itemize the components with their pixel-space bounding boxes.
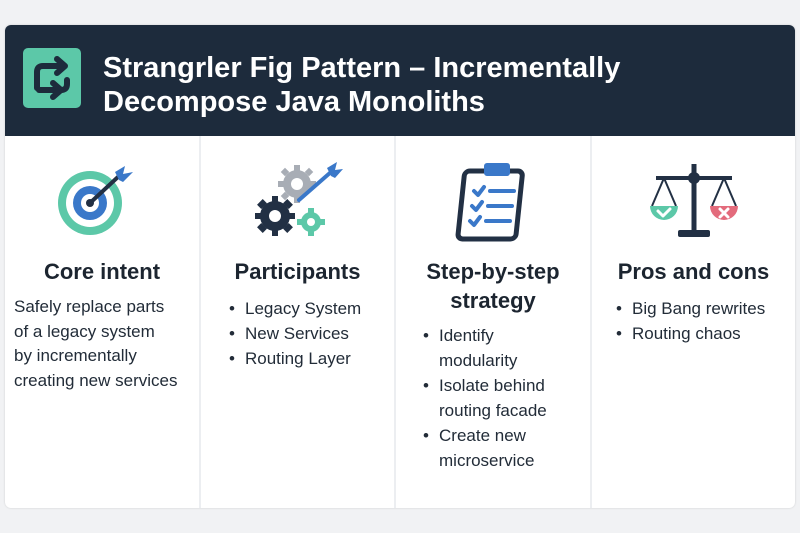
- list-item-line: routing facade: [439, 401, 547, 420]
- title-line-1: Strangrler Fig Pattern – Incrementally: [103, 52, 621, 84]
- column-participants: Participants Legacy System New Services …: [201, 136, 394, 508]
- column-divider: [394, 136, 396, 508]
- list-item-line: Isolate behind: [439, 376, 545, 395]
- text-line: by incrementally: [14, 346, 137, 365]
- gears-dart-icon: [251, 160, 343, 245]
- list-item: New Services: [225, 321, 361, 346]
- strategy-list: Identify modularity Isolate behind routi…: [419, 323, 547, 473]
- column-title: Pros and cons: [617, 259, 770, 284]
- list-item: Isolate behind routing facade: [419, 373, 547, 423]
- list-item: Create new microservice: [419, 423, 547, 473]
- column-title: Step-by-step strategy: [396, 257, 590, 315]
- title-line: strategy: [450, 288, 536, 313]
- page-title: Strangrler Fig Pattern – Incrementally D…: [103, 51, 783, 119]
- column-pros-cons: Pros and cons Big Bang rewrites Routing …: [592, 136, 795, 508]
- balance-scale-icon: [648, 160, 740, 247]
- title-line: Step-by-step: [426, 259, 560, 284]
- column-title: Participants: [234, 259, 361, 284]
- list-item-line: microservice: [439, 451, 535, 470]
- clipboard-checklist-icon: [454, 159, 534, 248]
- column-divider: [590, 136, 592, 508]
- list-item: Routing chaos: [612, 321, 765, 346]
- text-line: of a legacy system: [14, 321, 155, 341]
- list-item: Identify modularity: [419, 323, 547, 373]
- participants-list: Legacy System New Services Routing Layer: [225, 296, 361, 371]
- column-title: Core intent: [43, 259, 161, 284]
- list-item: Big Bang rewrites: [612, 296, 765, 321]
- list-item: Legacy System: [225, 296, 361, 321]
- route-arrows-icon: [23, 48, 81, 108]
- list-item: Routing Layer: [225, 346, 361, 371]
- text-line: creating new services: [14, 370, 178, 390]
- list-item-line: modularity: [439, 351, 518, 370]
- header-banner: Strangrler Fig Pattern – Incrementally D…: [5, 25, 795, 136]
- list-item-line: Create new: [439, 426, 526, 445]
- infographic-card: Strangrler Fig Pattern – Incrementally D…: [5, 25, 795, 508]
- target-dart-icon: [53, 162, 137, 243]
- text-line: Safely replace parts: [14, 297, 165, 316]
- column-divider: [199, 136, 201, 508]
- list-item-line: Identify: [439, 326, 494, 345]
- core-intent-text: Safely replace parts of a legacy system …: [14, 295, 177, 393]
- pros-cons-list: Big Bang rewrites Routing chaos: [612, 296, 765, 346]
- column-core-intent: Core intent Safely replace parts of a le…: [5, 136, 199, 508]
- title-line-2: Decompose Java Monoliths: [103, 86, 485, 118]
- column-strategy: Step-by-step strategy Identify modularit…: [396, 136, 590, 508]
